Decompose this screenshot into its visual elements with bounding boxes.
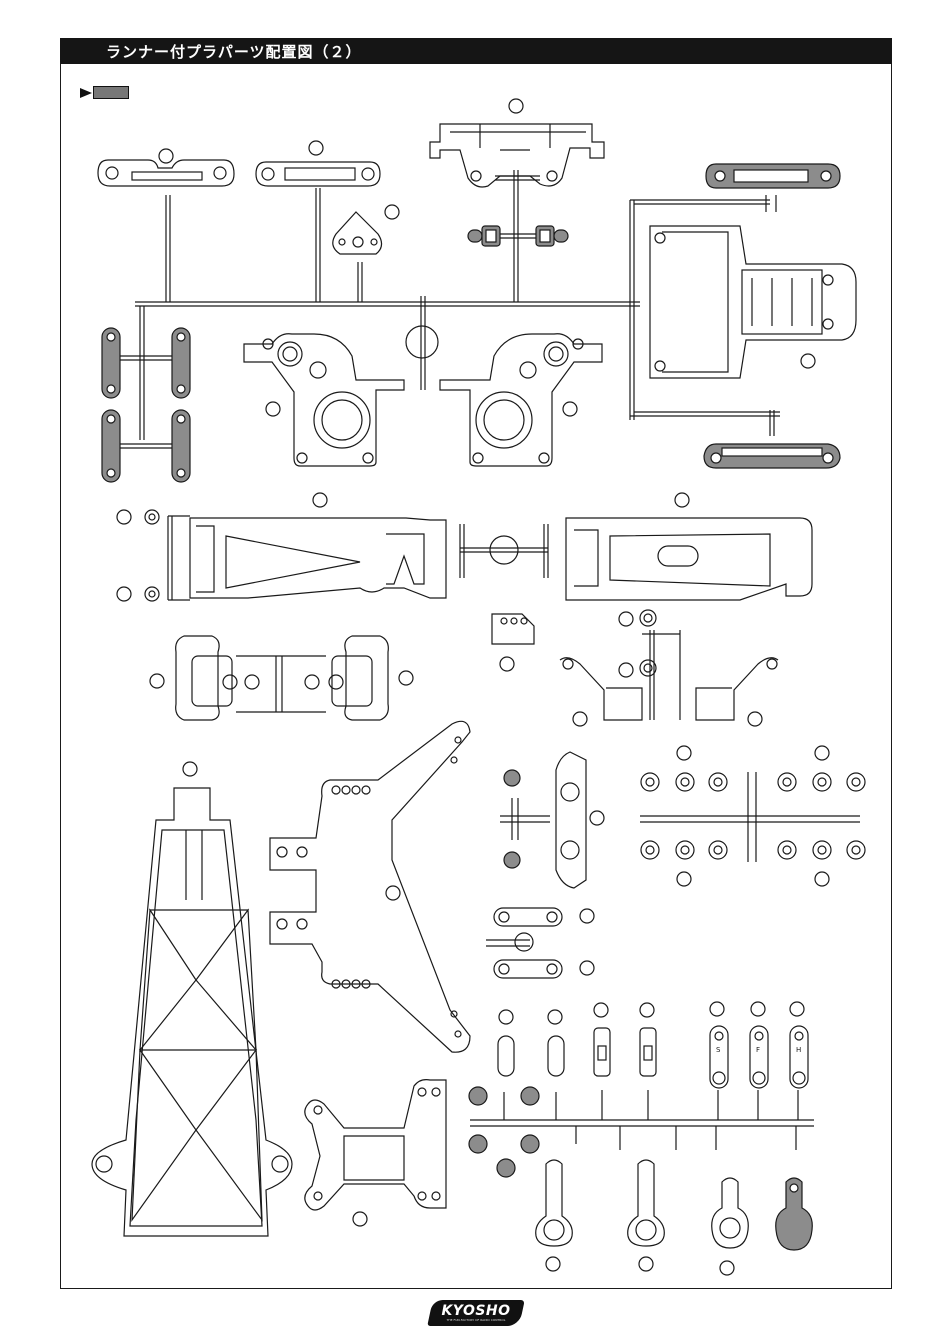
- kyosho-logo: KYOSHO THE FUN-FACTORY OF RADIO CONTROL: [430, 1300, 522, 1326]
- triangle-plate: [333, 212, 382, 254]
- knuckle-runner: [223, 656, 343, 712]
- horn-label-s: S: [716, 1046, 721, 1054]
- center-runner-disc: [406, 326, 438, 358]
- front-lower-arm: [566, 518, 812, 600]
- horn-label-h: H: [796, 1046, 801, 1054]
- bumper-mount: [430, 124, 604, 187]
- knuckle-right: [332, 636, 388, 720]
- servo-horns: [536, 1160, 813, 1250]
- rear-lower-arm: [190, 518, 446, 598]
- horn-labels: S F H: [716, 1046, 801, 1054]
- gray-suspension-mount: [706, 164, 840, 188]
- arm-washers: [145, 510, 159, 601]
- logo-tagline: THE FUN-FACTORY OF RADIO CONTROL: [430, 1318, 522, 1322]
- gearbox-left: [244, 334, 404, 466]
- gearbox-right: [440, 334, 602, 466]
- servo-horn-runner: [469, 1028, 814, 1177]
- main-chassis: [92, 788, 292, 1236]
- shock-tower-small: [305, 1080, 446, 1210]
- runner-top: [135, 170, 780, 440]
- horn-label-f: F: [756, 1046, 760, 1054]
- small-links: [486, 908, 562, 978]
- shock-tower-large: [270, 721, 470, 1052]
- steering-bellcranks: [560, 610, 778, 720]
- servo-saver-plate: [500, 752, 586, 888]
- runner-arms: [168, 516, 548, 600]
- horn-arms: [710, 1026, 808, 1088]
- small-block: [492, 614, 534, 644]
- suspension-mount-rear: [256, 162, 380, 186]
- logo-wordmark: KYOSHO: [430, 1303, 522, 1319]
- skid-plate: [650, 226, 856, 378]
- gray-bumper: [704, 444, 840, 468]
- washer-grid: [640, 772, 865, 862]
- suspension-mount-front: [98, 160, 234, 186]
- gray-links-left: [102, 328, 190, 482]
